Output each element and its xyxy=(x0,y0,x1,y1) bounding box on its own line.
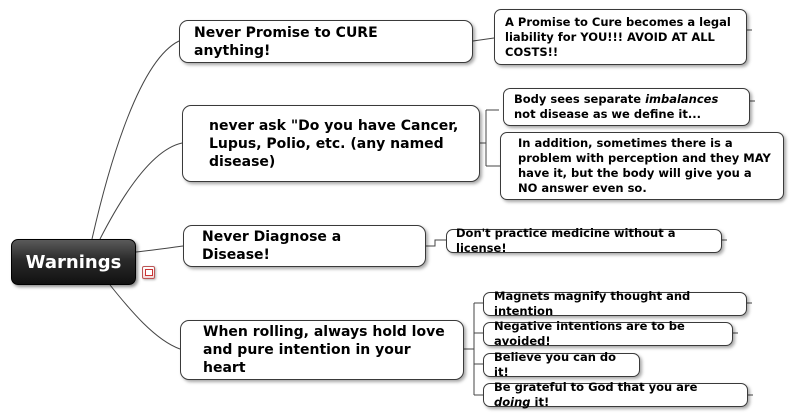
link-root-branch-2 xyxy=(99,142,183,240)
link-branch-4-bracket xyxy=(464,302,483,396)
link-root-branch-1 xyxy=(91,40,180,240)
link-branch-3-leaf xyxy=(426,239,446,247)
root-node-warnings[interactable]: Warnings xyxy=(11,239,136,285)
branch-node-never-ask-named-disease[interactable]: never ask "Do you have Cancer, Lupus, Po… xyxy=(182,105,480,182)
leaf-label: A Promise to Cure becomes a legal liabil… xyxy=(505,14,731,59)
leaf-label: Body sees separate imbalances not diseas… xyxy=(514,92,719,121)
branch-node-never-promise-cure[interactable]: Never Promise to CURE anything! xyxy=(179,20,473,63)
leaf-node-legal-liability[interactable]: A Promise to Cure becomes a legal liabil… xyxy=(494,9,747,65)
link-branch-1-leaf xyxy=(472,37,495,42)
branch-label: Never Promise to CURE anything! xyxy=(194,24,378,59)
link-branch-2-bracket xyxy=(480,109,500,167)
leaf-node-negative-intentions[interactable]: Negative intentions are to be avoided! xyxy=(483,319,733,348)
link-root-branch-4 xyxy=(109,284,181,350)
leaf-label: Negative intentions are to be avoided! xyxy=(494,319,685,348)
leaf-label: Believe you can do it! xyxy=(494,350,617,379)
leaf-node-perception-problem[interactable]: In addition, sometimes there is a proble… xyxy=(500,132,784,200)
leaf-node-magnets-magnify[interactable]: Magnets magnify thought and intention xyxy=(483,289,747,318)
leaf-node-no-medicine-without-license[interactable]: Don't practice medicine without a licens… xyxy=(446,226,722,255)
branch-label: When rolling, always hold love and pure … xyxy=(203,324,445,376)
leaf-node-body-sees-imbalances[interactable]: Body sees separate imbalances not diseas… xyxy=(503,88,750,126)
branch-node-never-diagnose[interactable]: Never Diagnose a Disease! xyxy=(183,225,426,267)
branch-node-hold-love-intention[interactable]: When rolling, always hold love and pure … xyxy=(180,320,464,380)
leaf-node-be-grateful[interactable]: Be grateful to God that you are doing it… xyxy=(483,380,748,409)
root-label: Warnings xyxy=(25,251,122,273)
leaf-node-believe-you-can[interactable]: Believe you can do it! xyxy=(483,350,640,379)
leaf-label: Don't practice medicine without a licens… xyxy=(456,226,676,255)
branch-label: never ask "Do you have Cancer, Lupus, Po… xyxy=(209,117,459,170)
link-root-branch-3 xyxy=(135,245,184,253)
leaf-label: Magnets magnify thought and intention xyxy=(494,289,691,318)
leaf-label: In addition, sometimes there is a proble… xyxy=(518,136,771,195)
note-icon[interactable] xyxy=(142,266,155,279)
leaf-label: Be grateful to God that you are doing it… xyxy=(494,380,698,409)
branch-label: Never Diagnose a Disease! xyxy=(202,229,342,263)
